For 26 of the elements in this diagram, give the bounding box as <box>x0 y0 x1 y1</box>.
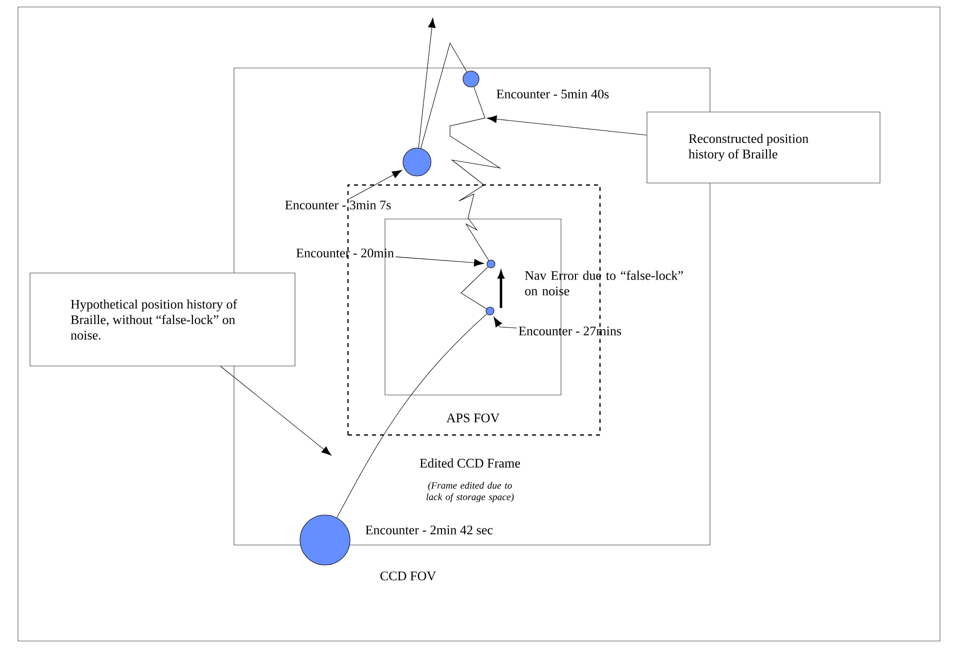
leader-line <box>220 366 332 456</box>
encounter-label: Encounter - 5min 40s <box>496 90 609 98</box>
callout-box: Hypothetical position history of Braille, without “false-lock” on noise. <box>30 272 296 366</box>
encounter-label: Encounter - 27mins <box>518 326 622 336</box>
callout-box: Reconstructed position history of Braille <box>646 112 880 184</box>
arrow <box>494 316 518 328</box>
arrow <box>498 271 504 308</box>
arrow <box>418 18 436 148</box>
encounter-dot <box>402 148 432 176</box>
leader-line <box>486 115 647 136</box>
encounter-label: Encounter - 2min 42 sec <box>366 526 493 534</box>
node-label: Edited CCD Frame <box>420 458 520 468</box>
node-label: CCD FOV <box>380 572 436 580</box>
encounter-dot <box>486 260 496 268</box>
edge-label: Nav Error due to “false-lock” on noise <box>524 270 683 296</box>
trajectory-line <box>336 314 488 518</box>
trajectory-line <box>460 266 488 310</box>
arrow <box>395 256 484 267</box>
node-label: APS FOV <box>446 414 500 422</box>
trajectory-line <box>420 42 468 149</box>
arrow <box>348 170 402 200</box>
encounter-label: Encounter - 3min 7s <box>285 200 391 210</box>
encounter-label: Encounter - 20min <box>296 248 394 258</box>
node-label: (Frame edited due to lack of storage space) <box>426 482 514 502</box>
encounter-dot <box>486 306 494 316</box>
trajectory-line <box>450 86 502 261</box>
